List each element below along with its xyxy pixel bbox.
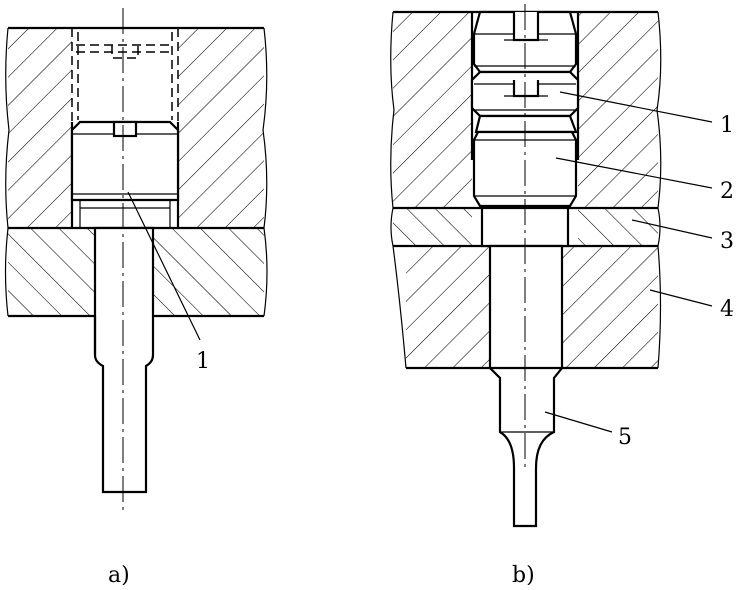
- fig-b-caption: b): [512, 563, 535, 585]
- fig-a-callout-label: 1: [196, 349, 210, 374]
- fig-b-callout-label-3: 3: [720, 229, 734, 254]
- fig-b-callout-label-5: 5: [618, 425, 632, 450]
- fig-b-screw-stack: [470, 10, 580, 208]
- fig-a-caption: a): [108, 563, 130, 585]
- fig-b-callout-3: 3: [631, 219, 734, 254]
- fig-b-callout-2: 2: [555, 157, 734, 204]
- fig-a-punch: [93, 226, 155, 494]
- fig-b-backing-plate: [390, 206, 661, 248]
- fig-a-screw-plug: [70, 120, 180, 229]
- fig-a-callout-1: 1: [127, 191, 210, 374]
- fig-a-lower-plate: [4, 226, 268, 318]
- fig-b-callout-4: 4: [649, 289, 734, 322]
- fig-b-callout-label-4: 4: [720, 297, 734, 322]
- fig-b-callout-label-1: 1: [720, 113, 734, 138]
- fig-b-callout-label-2: 2: [720, 179, 734, 204]
- fig-b-punch-plate: [392, 245, 662, 370]
- fig-b-punch: [488, 244, 564, 528]
- figure-b: 1 2 3 4 5 b): [390, 4, 734, 588]
- figure-a: 1 a): [4, 8, 268, 588]
- fig-a-hidden-screw: [71, 28, 179, 122]
- fig-b-callout-1: 1: [559, 91, 734, 138]
- fig-b-callout-5: 5: [544, 411, 632, 450]
